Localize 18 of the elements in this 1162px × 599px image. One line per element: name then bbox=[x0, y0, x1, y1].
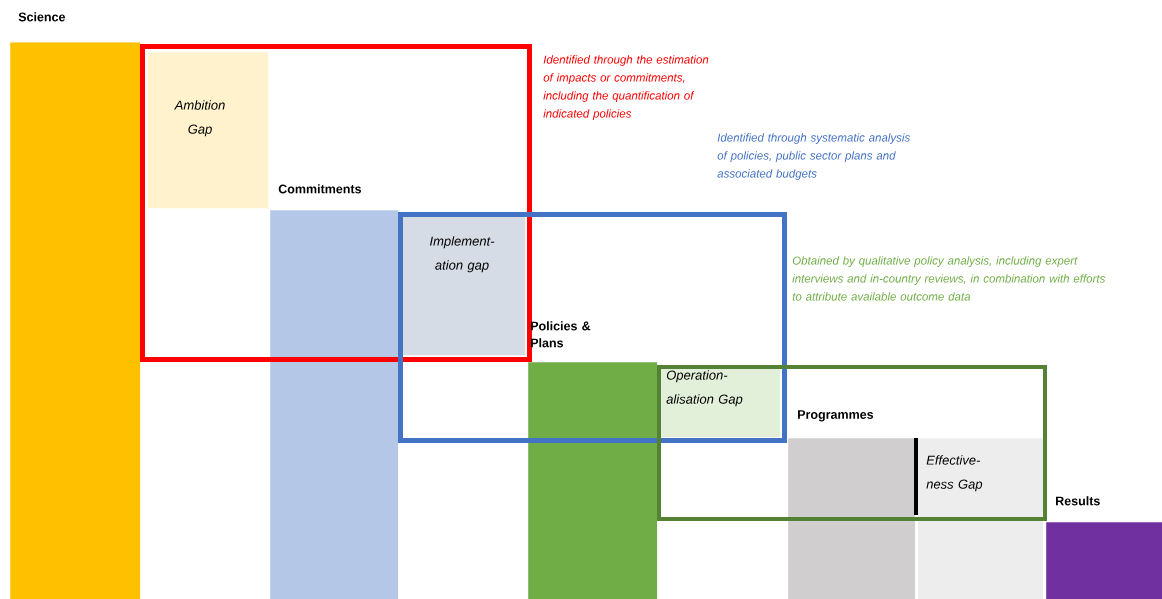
outline-frame bbox=[398, 212, 787, 443]
gap-box: Operation- alisation Gap bbox=[660, 365, 781, 438]
annotation-note: Identified through the estimation of impacts or commitments, including the quantification of indicated policies bbox=[543, 55, 709, 120]
outline-frame bbox=[657, 365, 1047, 521]
node-label: Commitments bbox=[278, 184, 362, 194]
gap-box: Implement- ation gap bbox=[400, 215, 526, 356]
annotation-note: Identified through systematic analysis of policies, public sector plans and associated budgets bbox=[717, 133, 910, 180]
bar: Science bbox=[10, 12, 141, 599]
bar bbox=[528, 362, 658, 599]
bar: Programmes bbox=[788, 410, 916, 599]
node-label: Results bbox=[1056, 496, 1100, 506]
bar: Commitments bbox=[270, 184, 399, 599]
node-label: Science bbox=[18, 12, 66, 22]
node-label: Programmes bbox=[798, 410, 874, 422]
gap-box: Ambition Gap bbox=[148, 52, 269, 209]
bar: Results bbox=[1046, 496, 1162, 599]
outline-frame bbox=[140, 44, 532, 362]
gap-box: Effective- ness Gap bbox=[918, 438, 1044, 516]
